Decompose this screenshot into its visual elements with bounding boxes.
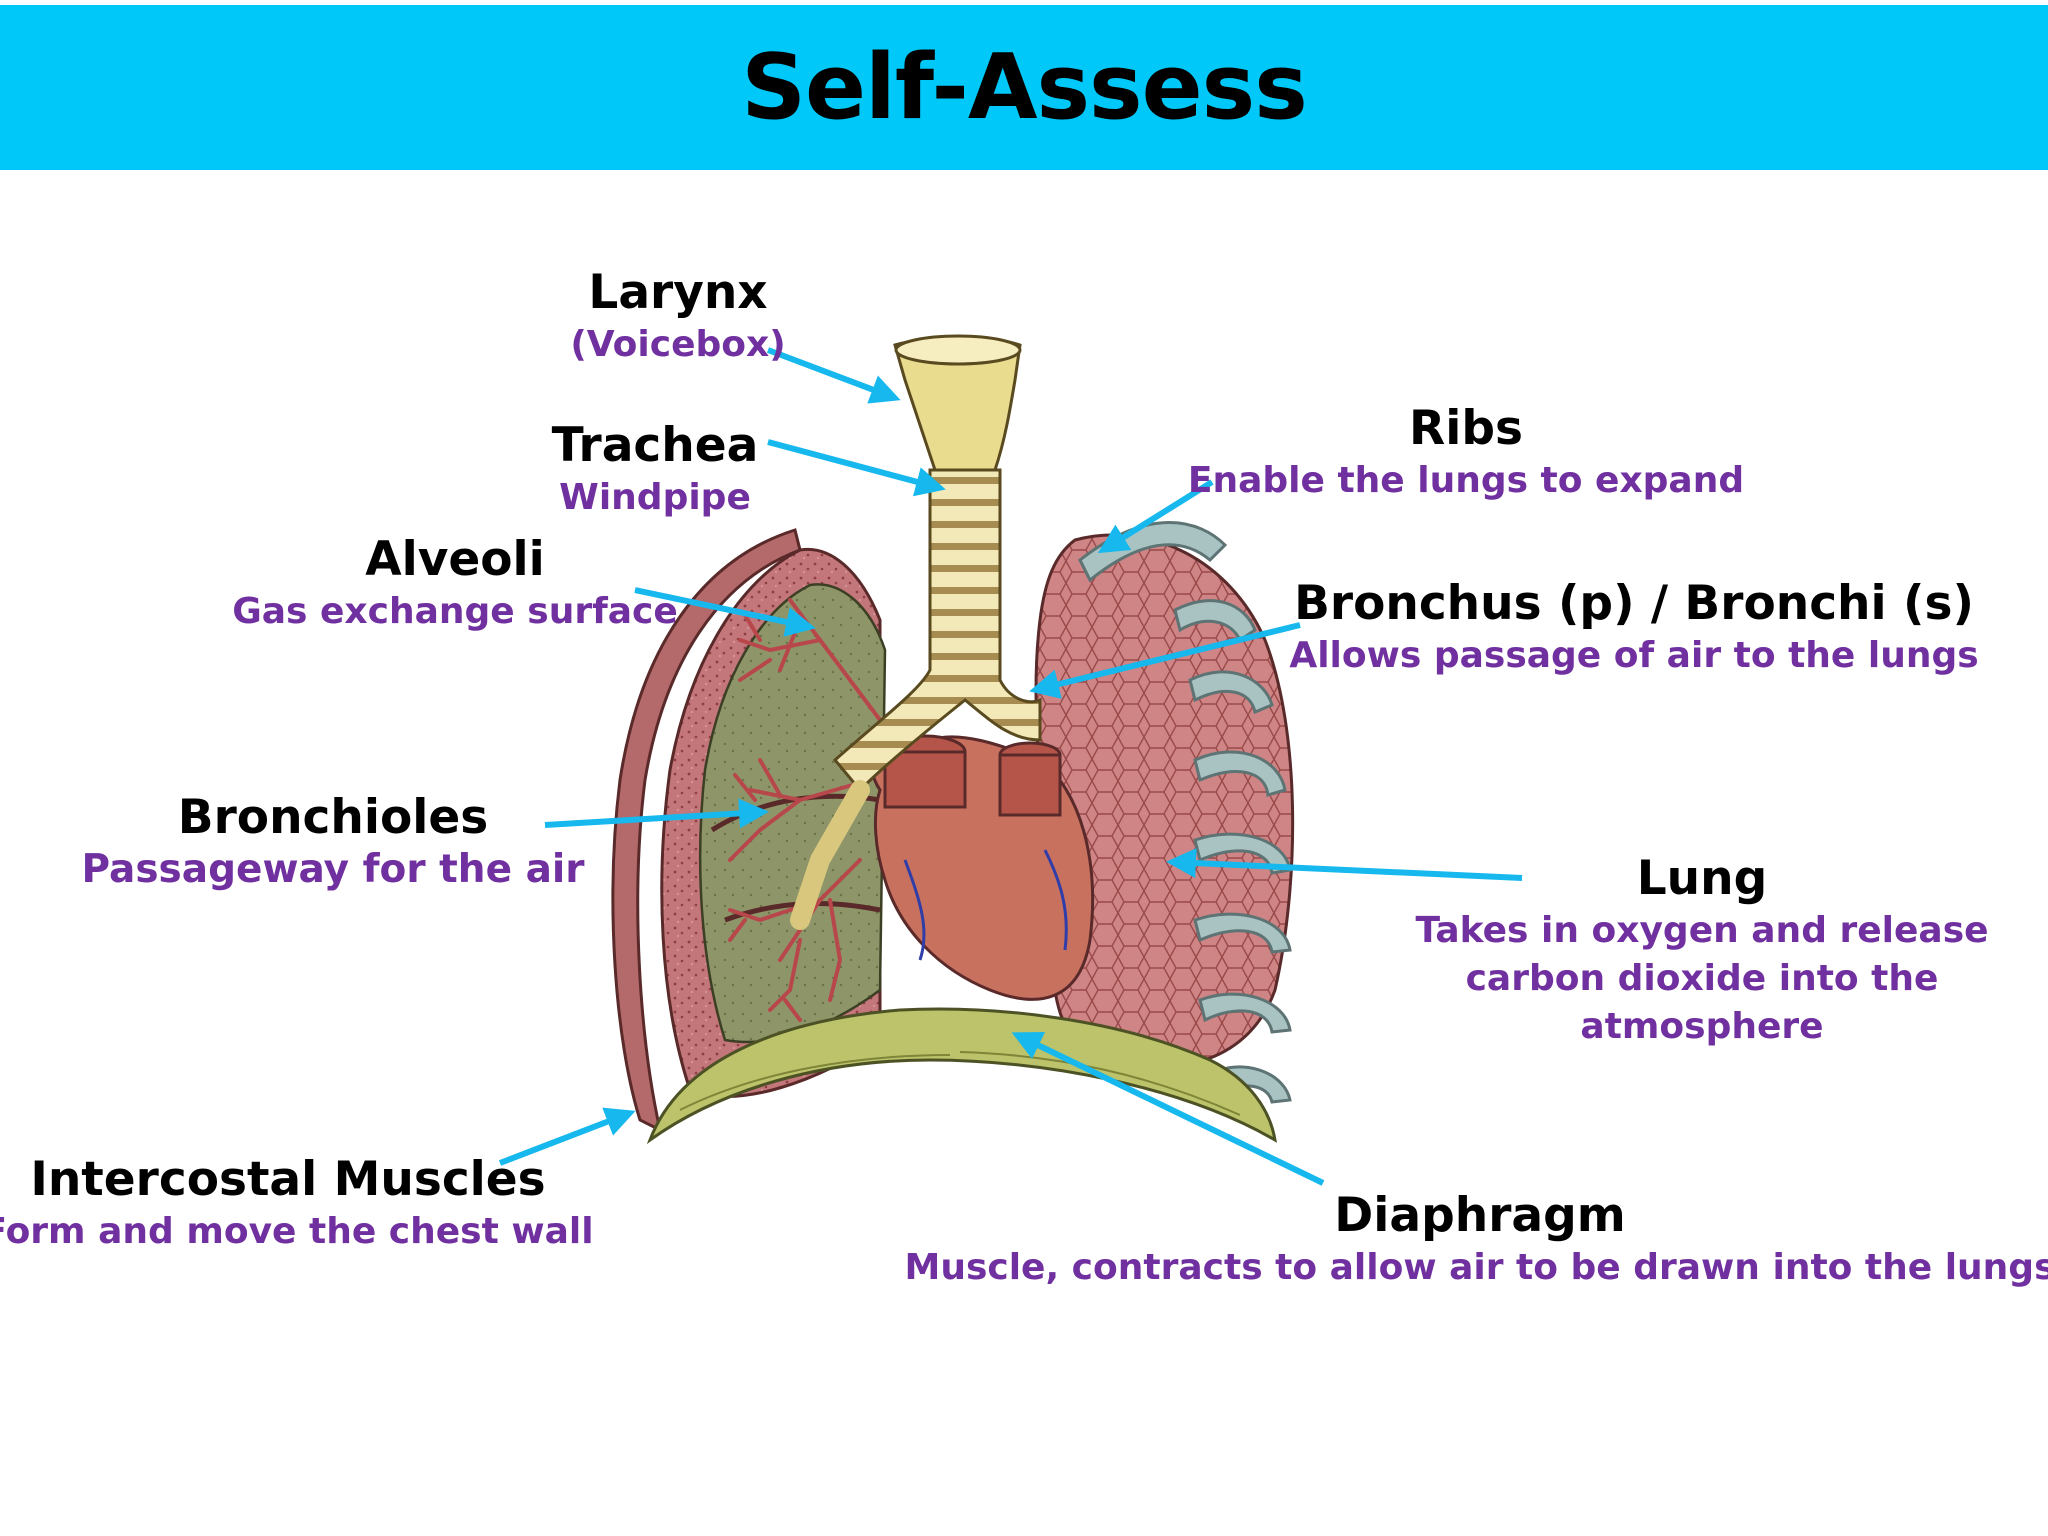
arrow-intercostal	[498, 1107, 636, 1166]
label-lung-desc-line3: atmosphere	[1580, 1006, 1824, 1047]
label-lung-desc-line1: Takes in oxygen and release	[1415, 910, 1989, 951]
page-title: Self-Assess	[741, 34, 1308, 140]
label-larynx: Larynx (Voicebox)	[570, 265, 785, 369]
arrow-larynx	[766, 347, 901, 404]
label-larynx-desc: (Voicebox)	[570, 324, 786, 365]
label-trachea-desc: Windpipe	[559, 477, 751, 518]
arrow-alveoli	[634, 587, 816, 637]
title-banner: Self-Assess	[0, 5, 2048, 170]
label-diaphragm-desc: Muscle, contracts to allow air to be dra…	[904, 1247, 2048, 1288]
trachea-illustration	[832, 468, 1042, 793]
anatomy-illustration	[611, 334, 1295, 1145]
label-alveoli: Alveoli Gas exchange surface	[232, 532, 678, 636]
label-bronchioles: Bronchioles Passageway for the air	[81, 790, 584, 894]
chest-wall-left	[611, 528, 802, 1133]
label-bronchus-desc: Allows passage of air to the lungs	[1289, 635, 1979, 676]
arrow-lung	[1166, 848, 1523, 881]
label-bronchioles-desc: Passageway for the air	[81, 847, 585, 892]
label-alveoli-name: Alveoli	[365, 532, 545, 587]
left-lung-cut-surface	[698, 583, 887, 1044]
label-ribs-desc: Enable the lungs to expand	[1187, 460, 1745, 501]
label-diaphragm-name: Diaphragm	[1334, 1188, 1626, 1243]
label-intercostal-desc: Form and move the chest wall	[0, 1211, 594, 1252]
label-ribs: Ribs Enable the lungs to expand	[1188, 401, 1744, 505]
arrow-trachea	[767, 439, 946, 497]
arrow-ribs	[1097, 479, 1214, 554]
diaphragm-illustration	[646, 1007, 1278, 1145]
label-larynx-name: Larynx	[588, 265, 768, 320]
label-bronchus: Bronchus (p) / Bronchi (s) Allows passag…	[1289, 576, 1978, 680]
label-lung-desc-line2: carbon dioxide into the	[1465, 958, 1939, 999]
label-alveoli-desc: Gas exchange surface	[232, 591, 678, 632]
label-trachea: Trachea Windpipe	[552, 418, 759, 522]
arrow-diaphragm	[1011, 1031, 1325, 1186]
label-intercostal-name: Intercostal Muscles	[30, 1152, 546, 1207]
label-ribs-name: Ribs	[1409, 401, 1523, 456]
label-trachea-name: Trachea	[551, 418, 759, 473]
label-diaphragm: Diaphragm Muscle, contracts to allow air…	[905, 1188, 2048, 1292]
right-lung	[1034, 533, 1295, 1069]
label-intercostal-muscles: Intercostal Muscles Form and move the ch…	[0, 1152, 594, 1256]
pointer-arrows	[498, 347, 1523, 1186]
arrow-bronchioles	[544, 798, 769, 829]
arrow-bronchus	[1029, 622, 1301, 699]
label-lung-name: Lung	[1636, 851, 1768, 906]
label-bronchus-name: Bronchus (p) / Bronchi (s)	[1294, 576, 1974, 631]
label-lung: Lung Takes in oxygen and release carbon …	[1415, 851, 1988, 1051]
label-bronchioles-name: Bronchioles	[177, 790, 489, 845]
